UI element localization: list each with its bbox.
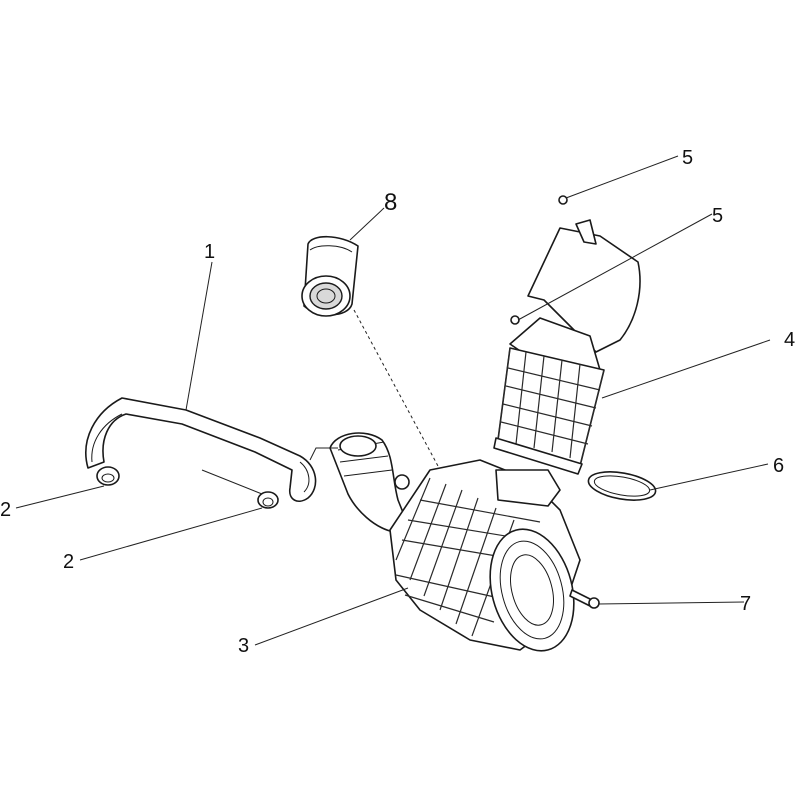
- bolt-part-7: [569, 589, 600, 609]
- callout-4: 4: [784, 329, 795, 351]
- filter-cartridge-part-8: [301, 235, 359, 317]
- callout-3: 3: [238, 635, 249, 657]
- callout-2a: 2: [0, 499, 11, 521]
- hose-clamp-part-2b: [257, 491, 279, 509]
- callout-8: 8: [384, 189, 397, 216]
- screw-part-5a: [558, 195, 568, 205]
- air-filter-housing-part-3: [329, 432, 581, 652]
- callout-2b: 2: [63, 551, 74, 573]
- callout-6: 6: [773, 455, 784, 477]
- hose-clamp-part-2a: [96, 466, 120, 486]
- callout-5a: 5: [682, 147, 693, 169]
- hose-part-1: [85, 397, 317, 502]
- callout-5b: 5: [712, 205, 723, 227]
- leader-lines: [15, 155, 771, 646]
- callout-7: 7: [740, 593, 751, 615]
- callout-1: 1: [204, 241, 215, 263]
- clamp-band-part-6: [587, 471, 657, 501]
- screw-part-5b: [510, 315, 520, 325]
- intake-duct-part-4: [493, 219, 641, 475]
